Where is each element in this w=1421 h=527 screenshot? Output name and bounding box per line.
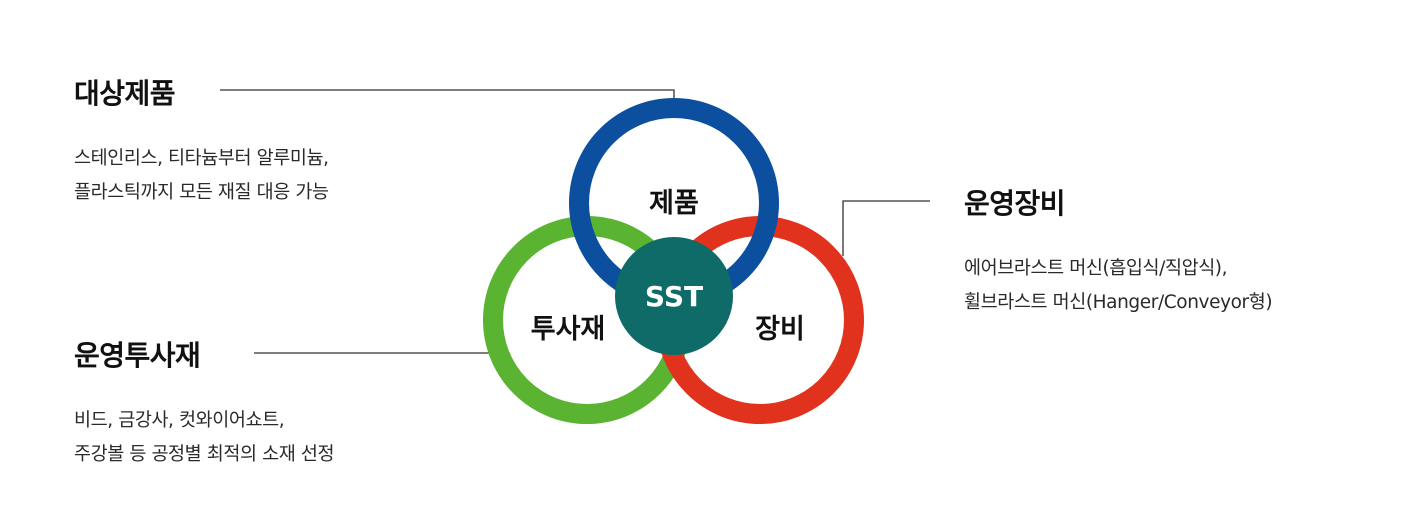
equipment-line-2: 휠브라스트 머신(Hanger/Conveyor형): [964, 292, 1273, 313]
products-description: 스테인리스, 티타늄부터 알루미늄, 플라스틱까지 모든 재질 대응 가능: [74, 142, 329, 210]
equipment-title: 운영장비: [964, 187, 1066, 220]
consumables-line-2: 주강볼 등 공정별 최적의 소재 선정: [74, 444, 335, 465]
venn-label-top: 제품: [649, 188, 699, 219]
products-line-1: 스테인리스, 티타늄부터 알루미늄,: [74, 148, 329, 169]
connector-products: [220, 89, 675, 106]
products-line-2: 플라스틱까지 모든 재질 대응 가능: [74, 182, 329, 203]
products-block: 대상제품 스테인리스, 티타늄부터 알루미늄, 플라스틱까지 모든 재질 대응 …: [74, 72, 329, 210]
consumables-line-1: 비드, 금강사, 컷와이어쇼트,: [74, 410, 285, 431]
equipment-block: 운영장비 에어브라스트 머신(흡입식/직압식), 휠브라스트 머신(Hanger…: [964, 182, 1273, 320]
equipment-line-1: 에어브라스트 머신(흡입식/직압식),: [964, 258, 1228, 279]
consumables-description: 비드, 금강사, 컷와이어쇼트, 주강볼 등 공정별 최적의 소재 선정: [74, 404, 334, 472]
venn-label-center: SST: [645, 280, 703, 313]
connector-equipment: [842, 200, 930, 256]
consumables-block: 운영투사재 비드, 금강사, 컷와이어쇼트, 주강볼 등 공정별 최적의 소재 …: [74, 334, 334, 472]
products-title: 대상제품: [74, 77, 176, 110]
consumables-title: 운영투사재: [74, 339, 201, 372]
venn-label-left: 투사재: [531, 314, 606, 345]
center-circle: [615, 237, 733, 355]
equipment-description: 에어브라스트 머신(흡입식/직압식), 휠브라스트 머신(Hanger/Conv…: [964, 252, 1273, 320]
venn-label-right: 장비: [755, 314, 805, 345]
